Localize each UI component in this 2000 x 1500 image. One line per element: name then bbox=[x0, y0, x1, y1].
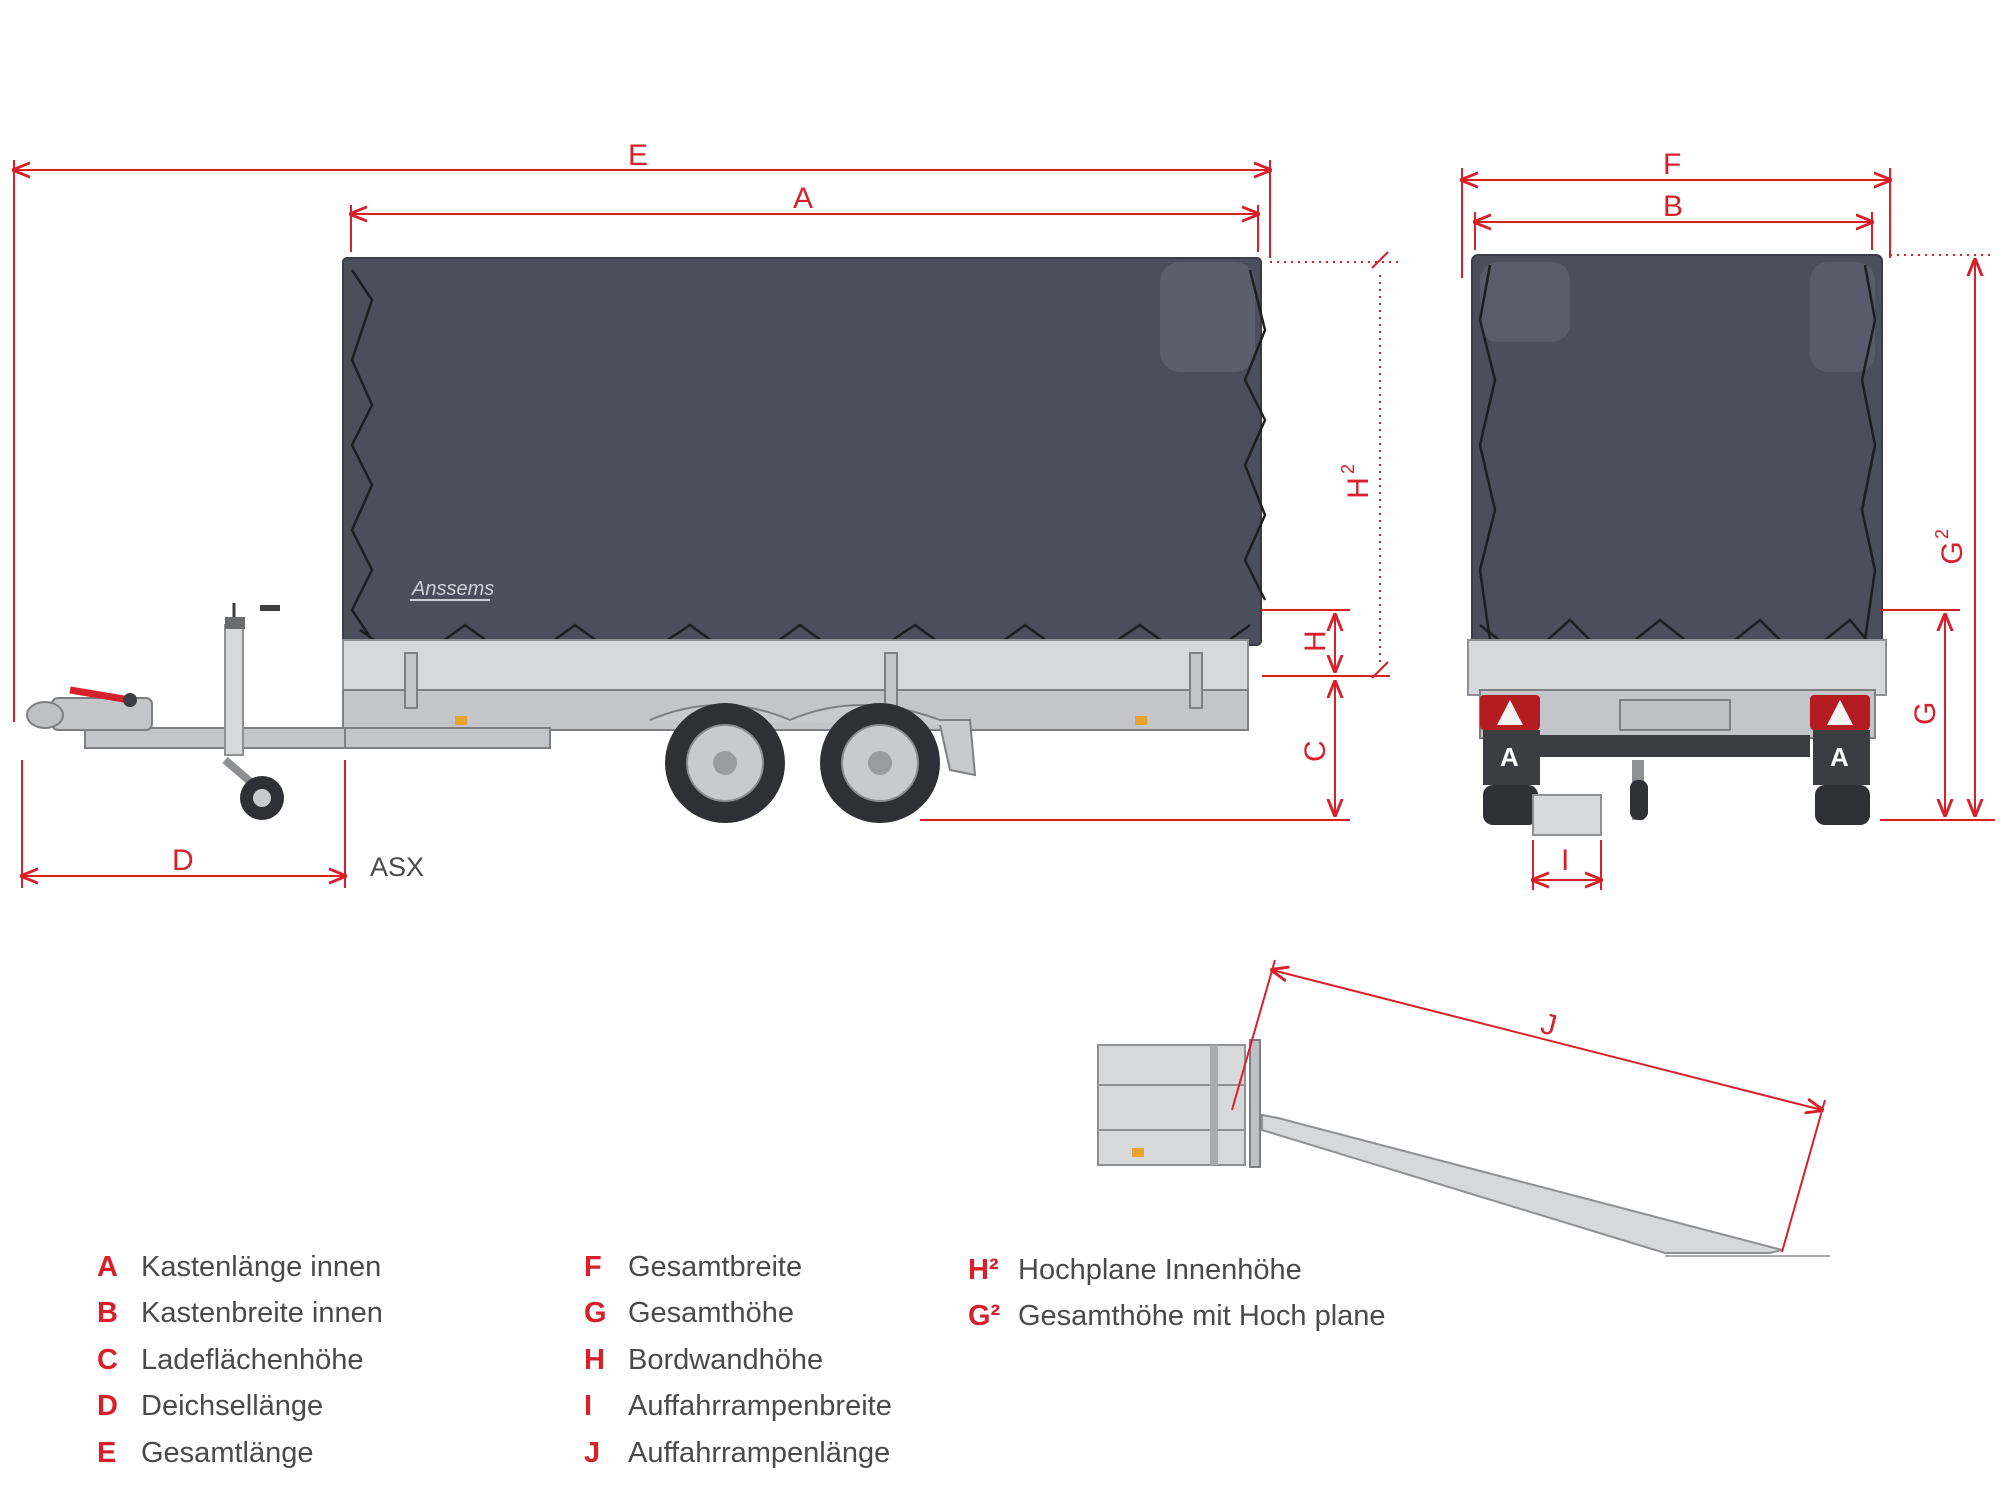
tarp-highlight bbox=[1160, 262, 1255, 372]
dim-label-H: H bbox=[1299, 630, 1332, 652]
svg-text:A: A bbox=[1500, 742, 1519, 772]
dim-label-I: I bbox=[1561, 844, 1569, 877]
dim-label-G2-sup: 2 bbox=[1932, 529, 1952, 539]
side-jockey-post bbox=[224, 624, 244, 756]
rear-ramp bbox=[1532, 794, 1602, 836]
rear-mudflap-left bbox=[1483, 730, 1540, 785]
dim-label-H2-sup: 2 bbox=[1338, 464, 1358, 474]
rear-board bbox=[1467, 639, 1887, 696]
svg-text:A: A bbox=[1830, 742, 1849, 772]
ramp-detail-box bbox=[1097, 1044, 1246, 1166]
dim-label-C: C bbox=[1299, 740, 1332, 762]
side-brand-logo: Anssems bbox=[411, 578, 494, 600]
dim-label-G: G bbox=[1909, 702, 1942, 725]
side-wheel-rear bbox=[820, 703, 940, 823]
dim-label-D: D bbox=[172, 844, 194, 877]
rear-view: Anssems A A bbox=[1467, 254, 1887, 836]
rear-mudflap-right bbox=[1813, 730, 1870, 785]
dimension-lines: E A D ASX H 2 H C bbox=[14, 139, 1995, 1253]
dim-label-A: A bbox=[793, 182, 813, 215]
dim-label-E: E bbox=[628, 139, 648, 172]
side-chassis bbox=[342, 689, 1249, 731]
side-rope-right bbox=[1243, 269, 1267, 601]
dim-label-F: F bbox=[1663, 148, 1681, 181]
ramp-detail-view bbox=[1097, 1039, 1830, 1257]
side-coupling bbox=[51, 697, 153, 731]
dim-label-G2: G bbox=[1936, 541, 1969, 564]
ramp-detail-plank bbox=[1261, 1113, 1783, 1254]
side-rope-left bbox=[350, 269, 374, 641]
dim-label-H2: H bbox=[1342, 477, 1375, 499]
side-wheel-front bbox=[665, 703, 785, 823]
side-view: Anssems bbox=[26, 257, 1267, 823]
dim-label-J: J bbox=[1537, 1007, 1560, 1043]
dim-label-B: B bbox=[1663, 190, 1683, 223]
model-label: ASX bbox=[370, 852, 424, 882]
